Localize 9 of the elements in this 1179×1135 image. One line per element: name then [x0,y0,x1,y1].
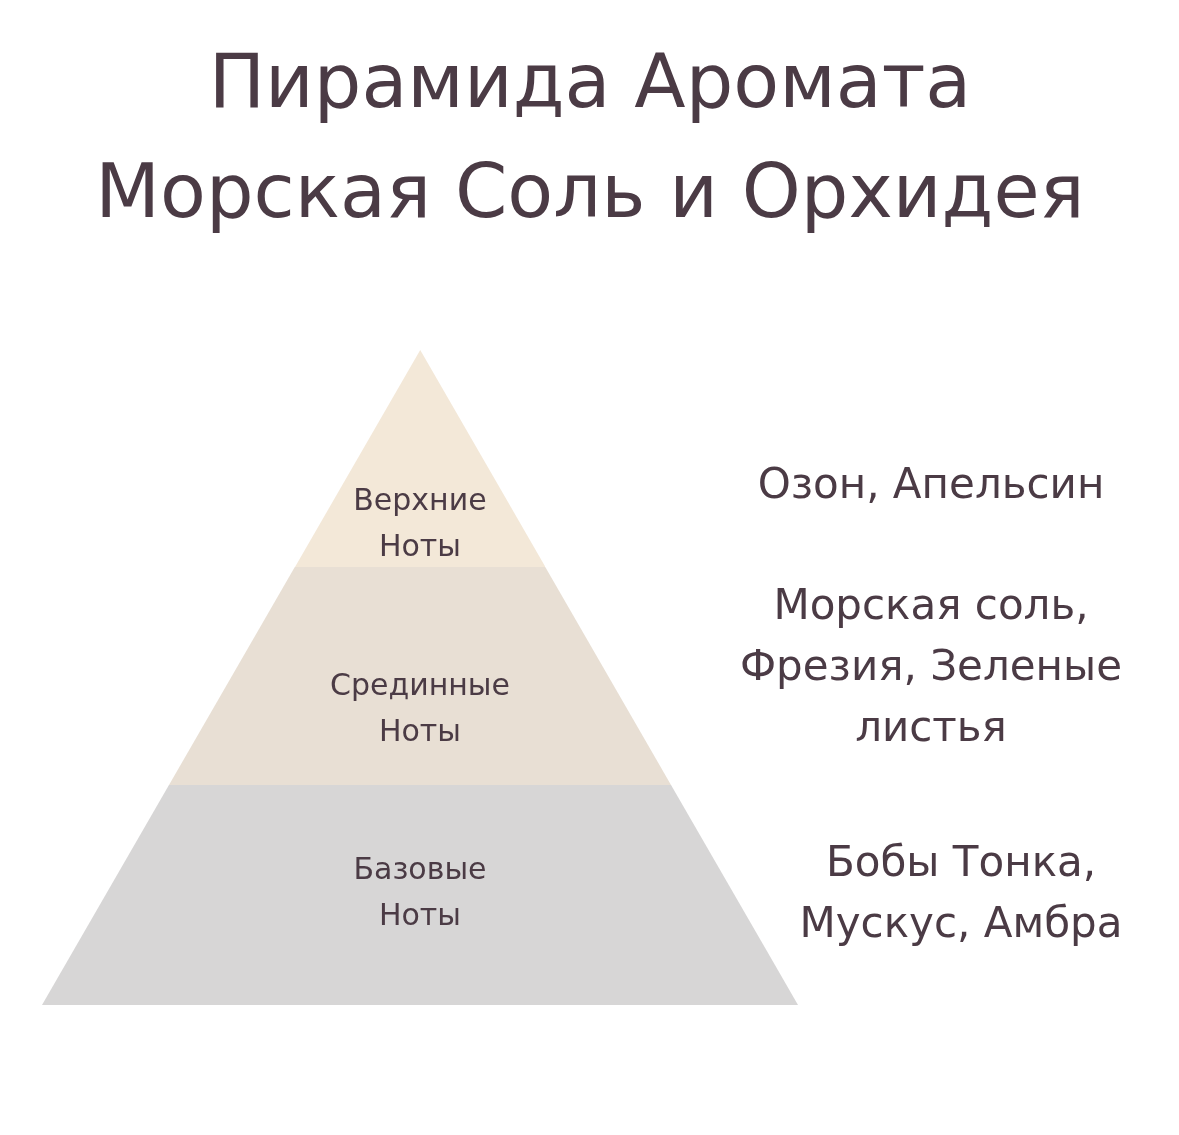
tier-label: Срединные Ноты [328,666,511,750]
notes-text: Морская соль, Фрезия, Зеленые листья [738,578,1124,753]
notes-text: Озон, Апельсин [756,457,1106,510]
notes-text: Бобы Тонка, Мускус, Амбра [798,836,1124,949]
tier-label: Верхние Ноты [352,481,488,565]
pyramid-tier [168,567,671,785]
title-text: Пирамида Аромата Морская Соль и Орхидея [94,36,1086,237]
pyramid-tier [42,785,798,1005]
tier-label: Базовые Ноты [352,850,488,934]
